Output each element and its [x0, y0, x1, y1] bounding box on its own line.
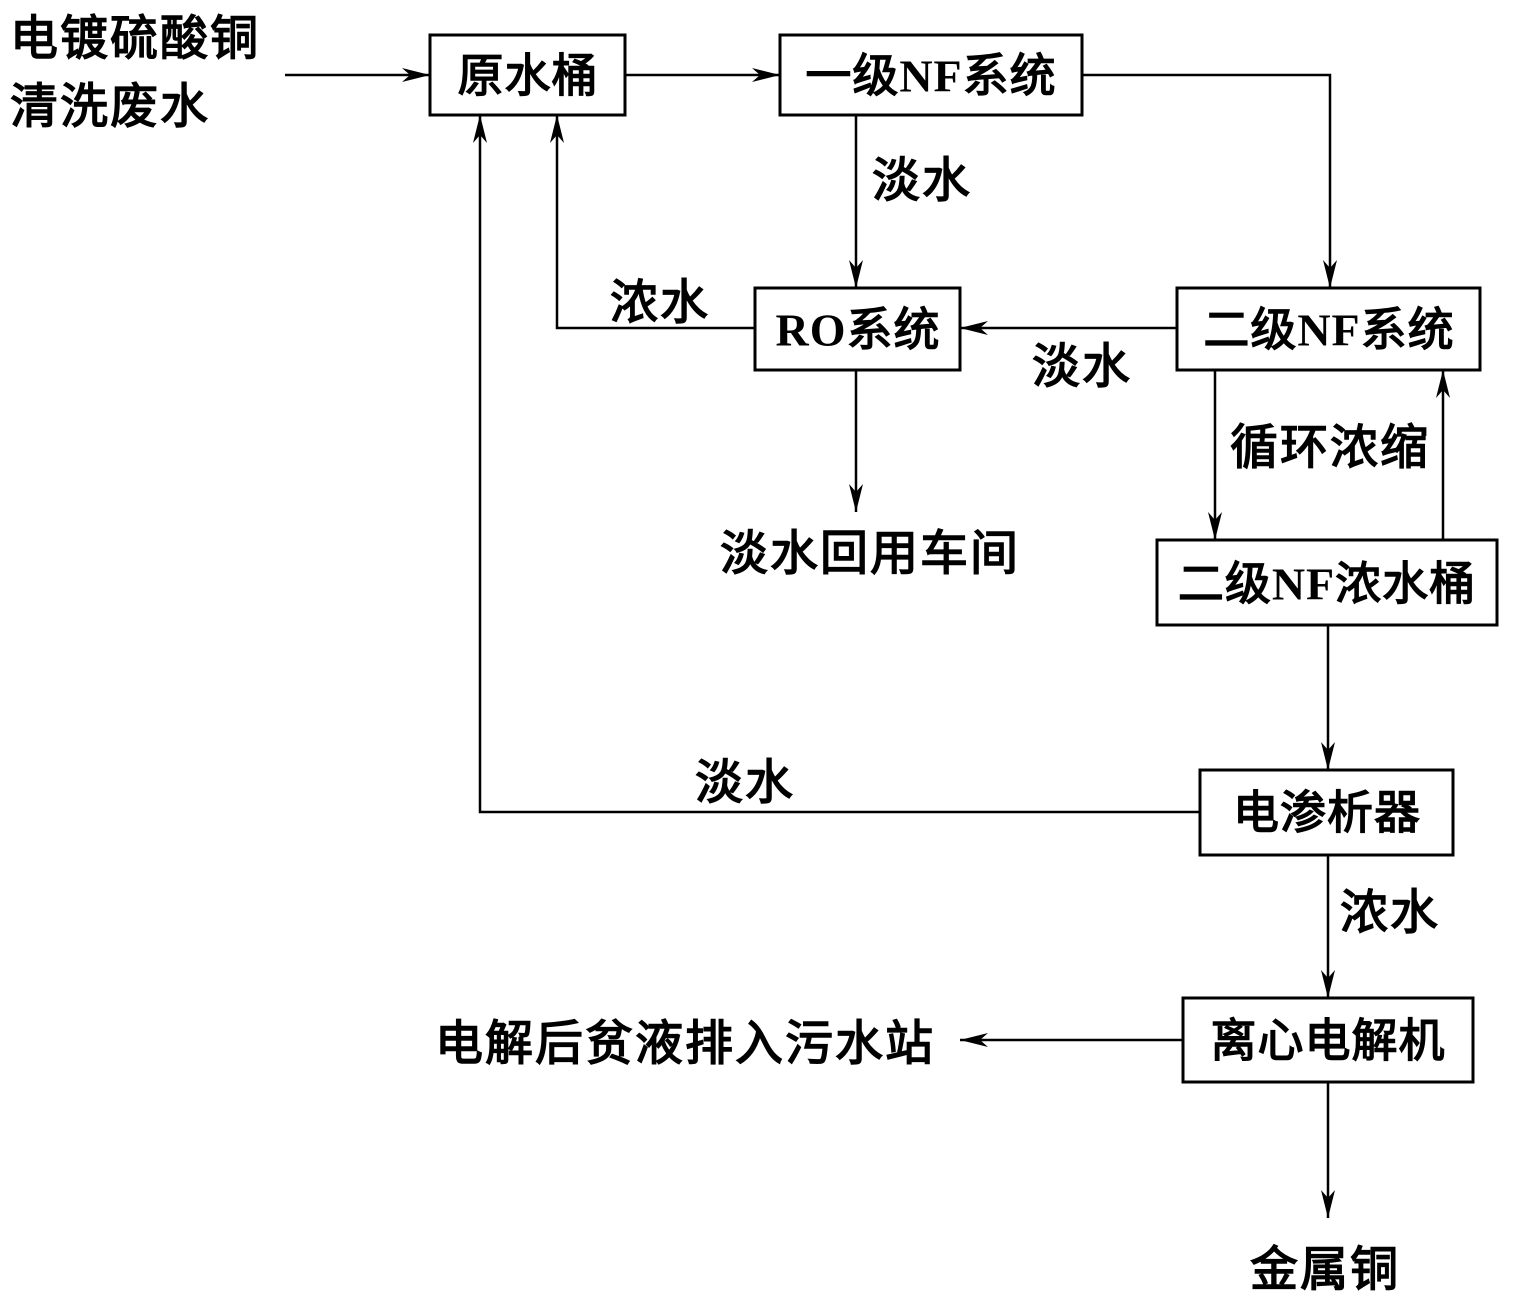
node-nf2: 二级NF系统 [1175, 286, 1482, 372]
edge-label-ed-to-ce: 浓水 [1340, 887, 1440, 940]
copper-label: 金属铜 [1249, 1244, 1400, 1297]
arrow-electrodialyzer-to-raw-tank [473, 115, 1200, 814]
source-label-line1: 电镀硫酸铜 [10, 13, 260, 66]
arrow-nf1-to-nf2 [1082, 73, 1337, 288]
node-centrifugal-electrolyzer-label: 离心电解机 [1211, 1016, 1446, 1067]
edge-label-nf2-to-ro: 淡水 [1032, 341, 1132, 394]
edge-label-ro-to-raw: 浓水 [610, 277, 710, 330]
node-raw-tank: 原水桶 [428, 33, 627, 117]
node-nf2-tank: 二级NF浓水桶 [1155, 538, 1499, 627]
node-electrodialyzer: 电渗析器 [1198, 768, 1455, 857]
node-electrodialyzer-label: 电渗析器 [1233, 788, 1421, 839]
source-label-line2: 清洗废水 [10, 81, 210, 134]
node-ro-label: RO系统 [776, 305, 941, 356]
reuse-workshop-label: 淡水回用车间 [720, 528, 1020, 581]
node-centrifugal-electrolyzer: 离心电解机 [1181, 996, 1475, 1084]
edge-label-ed-to-raw: 淡水 [695, 757, 795, 810]
node-nf1-label: 一级NF系统 [805, 51, 1056, 102]
edge-label-nf2-loop: 循环浓缩 [1230, 422, 1430, 475]
node-raw-tank-label: 原水桶 [458, 51, 599, 102]
node-nf2-label: 二级NF系统 [1203, 305, 1454, 356]
discharge-label: 电解后贫液排入污水站 [435, 1018, 935, 1071]
node-nf2-tank-label: 二级NF浓水桶 [1178, 559, 1476, 610]
node-ro: RO系统 [753, 286, 962, 372]
node-nf1: 一级NF系统 [778, 33, 1084, 117]
edge-label-nf1-to-ro: 淡水 [872, 155, 972, 208]
arrow-ro-to-raw-tank [550, 115, 755, 330]
